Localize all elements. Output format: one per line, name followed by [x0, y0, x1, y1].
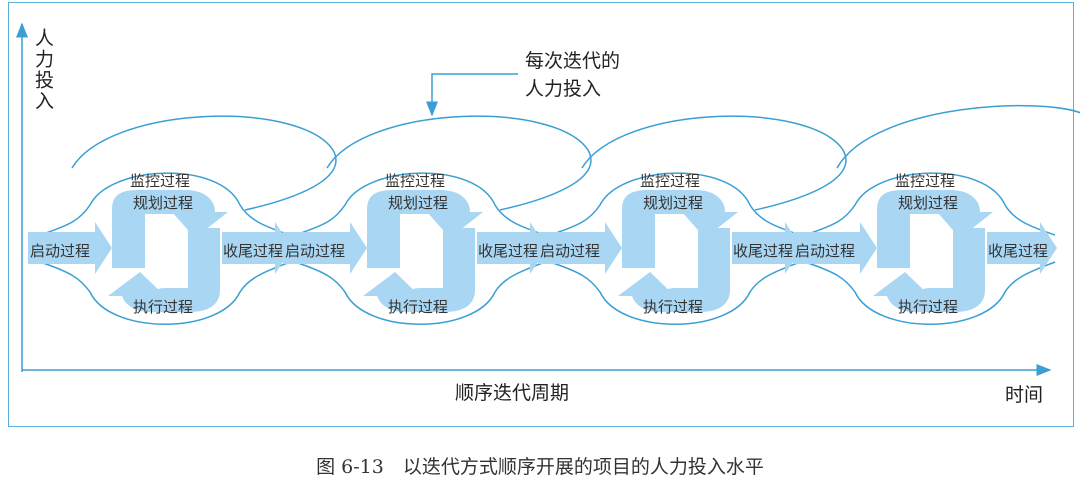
- initiate-arrow: [538, 222, 622, 274]
- execute-label: 执行过程: [133, 298, 194, 316]
- plan-cycle-arrow: [877, 190, 993, 268]
- initiate-arrow: [28, 222, 112, 274]
- annotation-line-2: 人力投入: [525, 78, 602, 100]
- figure-caption: 图 6-13 以迭代方式顺序开展的项目的人力投入水平: [316, 456, 764, 478]
- x-axis-label: 顺序迭代周期: [455, 382, 570, 404]
- initiate-label: 启动过程: [285, 242, 346, 260]
- initiate-label: 启动过程: [30, 242, 91, 260]
- iteration-envelope: [39, 172, 291, 325]
- effort-curve: [836, 104, 1080, 169]
- initiate-label: 启动过程: [795, 242, 856, 260]
- monitor-label: 监控过程: [895, 172, 956, 190]
- iteration-envelope: [804, 172, 1056, 325]
- execute-label: 执行过程: [388, 298, 449, 316]
- plan-cycle-arrow: [112, 190, 228, 268]
- close-label: 收尾过程: [223, 242, 284, 260]
- effort-curve: [71, 115, 337, 211]
- effort-curve: [581, 115, 847, 211]
- plan-label: 规划过程: [133, 194, 194, 212]
- iteration-envelope: [549, 172, 801, 325]
- initiate-arrow: [283, 222, 367, 274]
- plan-cycle-arrow: [622, 190, 738, 268]
- execute-label: 执行过程: [643, 298, 704, 316]
- iteration-envelope: [294, 172, 546, 325]
- effort-curve: [326, 115, 592, 211]
- execute-cycle-arrow: [873, 228, 985, 312]
- initiate-arrow: [793, 222, 877, 274]
- initiate-label: 启动过程: [540, 242, 601, 260]
- execute-label: 执行过程: [898, 298, 959, 316]
- monitor-label: 监控过程: [130, 172, 191, 190]
- annotation-line-1: 每次迭代的: [525, 50, 621, 72]
- close-arrow: [987, 222, 1057, 274]
- plan-label: 规划过程: [898, 194, 959, 212]
- close-label: 收尾过程: [988, 242, 1049, 260]
- close-arrow: [732, 222, 802, 274]
- plan-label: 规划过程: [388, 194, 449, 212]
- close-label: 收尾过程: [478, 242, 539, 260]
- execute-cycle-arrow: [363, 228, 475, 312]
- execute-cycle-arrow: [618, 228, 730, 312]
- execute-cycle-arrow: [108, 228, 220, 312]
- annotation-pointer: [426, 73, 518, 117]
- monitor-label: 监控过程: [385, 172, 446, 190]
- close-label: 收尾过程: [733, 242, 794, 260]
- figure-frame: [8, 2, 1074, 427]
- close-arrow: [477, 222, 547, 274]
- close-arrow: [222, 222, 292, 274]
- plan-cycle-arrow: [367, 190, 483, 268]
- y-axis-label: 人力投入: [32, 28, 54, 112]
- monitor-label: 监控过程: [640, 172, 701, 190]
- plan-label: 规划过程: [643, 194, 704, 212]
- time-label: 时间: [1005, 384, 1044, 406]
